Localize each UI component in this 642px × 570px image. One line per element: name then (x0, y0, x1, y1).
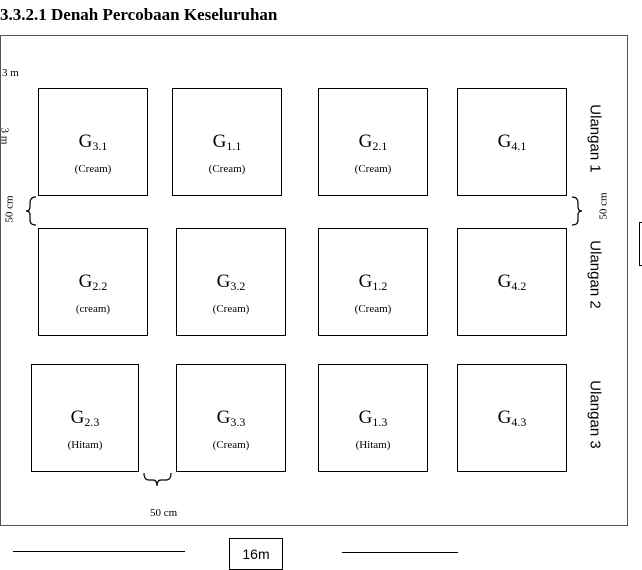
plot-code-subscript: 1.3 (372, 415, 388, 429)
plot-note: (cream) (75, 303, 111, 315)
plot: G2.1 (Cream) (318, 88, 428, 196)
plot-code: G1.2 (319, 271, 427, 293)
plot-code-subscript: 4.2 (511, 279, 527, 293)
plot: G1.2 (Cream) (318, 228, 428, 336)
plot: G4.2 (457, 228, 567, 336)
plot-note: (Cream) (354, 303, 392, 315)
plot-code-letter: G (216, 407, 231, 428)
scale-line-left (13, 551, 185, 552)
plot-note: (Cream) (208, 163, 246, 175)
replication-label-2: Ulangan 2 (586, 240, 604, 309)
replication-label-3: Ulangan 3 (586, 380, 604, 449)
page-title: 3.3.2.1 Denah Percobaan Keseluruhan (0, 5, 278, 24)
plot-code: G3.1 (39, 131, 147, 153)
field-boundary (0, 35, 628, 526)
plot-code-subscript: 3.1 (92, 139, 108, 153)
plot-note: (Cream) (74, 163, 112, 175)
scale-line-right (342, 552, 458, 553)
plot-width-label: 3 m (2, 67, 19, 79)
plot-code: G4.3 (458, 407, 566, 429)
column-gap-label: 50 cm (150, 507, 178, 519)
plot-code-letter: G (497, 131, 512, 152)
plot-code-letter: G (78, 271, 93, 292)
plot-code-letter: G (78, 131, 93, 152)
plot: G3.3 (Cream) (176, 364, 286, 472)
plot-code: G3.3 (177, 407, 285, 429)
plot-code-subscript: 2.1 (372, 139, 388, 153)
plot-code-letter: G (216, 271, 231, 292)
plot: G3.2 (Cream) (176, 228, 286, 336)
plot-code-letter: G (358, 407, 373, 428)
plot-code-subscript: 4.1 (511, 139, 527, 153)
plot-code: G1.1 (173, 131, 281, 153)
plot-code: G2.3 (32, 407, 138, 429)
plot-height-label: 3 m (0, 128, 10, 145)
plot-code-subscript: 1.2 (372, 279, 388, 293)
plot-code-subscript: 2.3 (84, 415, 100, 429)
plot-code-letter: G (212, 131, 227, 152)
plot-code: G2.2 (39, 271, 147, 293)
plot: G4.1 (457, 88, 567, 196)
plot-code-letter: G (358, 131, 373, 152)
total-width-label: 16m (229, 538, 283, 570)
plot-note: (Hitam) (355, 439, 391, 451)
plot-code: G3.2 (177, 271, 285, 293)
plot-note: (Cream) (354, 163, 392, 175)
plot-note: (Hitam) (67, 439, 103, 451)
plot-code: G4.2 (458, 271, 566, 293)
plot-code-subscript: 4.3 (511, 415, 527, 429)
row-gap-label-left: 50 cm (3, 195, 16, 223)
plot-code-subscript: 3.3 (230, 415, 246, 429)
plot: G2.3 (Hitam) (31, 364, 139, 472)
plot: G3.1 (Cream) (38, 88, 148, 196)
plot-code: G4.1 (458, 131, 566, 153)
plot-code-subscript: 3.2 (230, 279, 246, 293)
plot: G2.2 (cream) (38, 228, 148, 336)
plot-code-subscript: 2.2 (92, 279, 108, 293)
plot-code-letter: G (497, 271, 512, 292)
plot: G1.3 (Hitam) (318, 364, 428, 472)
plot: G1.1 (Cream) (172, 88, 282, 196)
row-gap-label-right: 50 cm (597, 192, 610, 220)
plot: G4.3 (457, 364, 567, 472)
plot-code-subscript: 1.1 (226, 139, 242, 153)
plot-code: G1.3 (319, 407, 427, 429)
edge-marker (639, 222, 642, 266)
plot-code-letter: G (497, 407, 512, 428)
plot-code-letter: G (358, 271, 373, 292)
plot-note: (Cream) (212, 439, 250, 451)
plot-note: (Cream) (212, 303, 250, 315)
plot-code-letter: G (70, 407, 85, 428)
replication-label-1: Ulangan 1 (586, 104, 604, 173)
plot-code: G2.1 (319, 131, 427, 153)
